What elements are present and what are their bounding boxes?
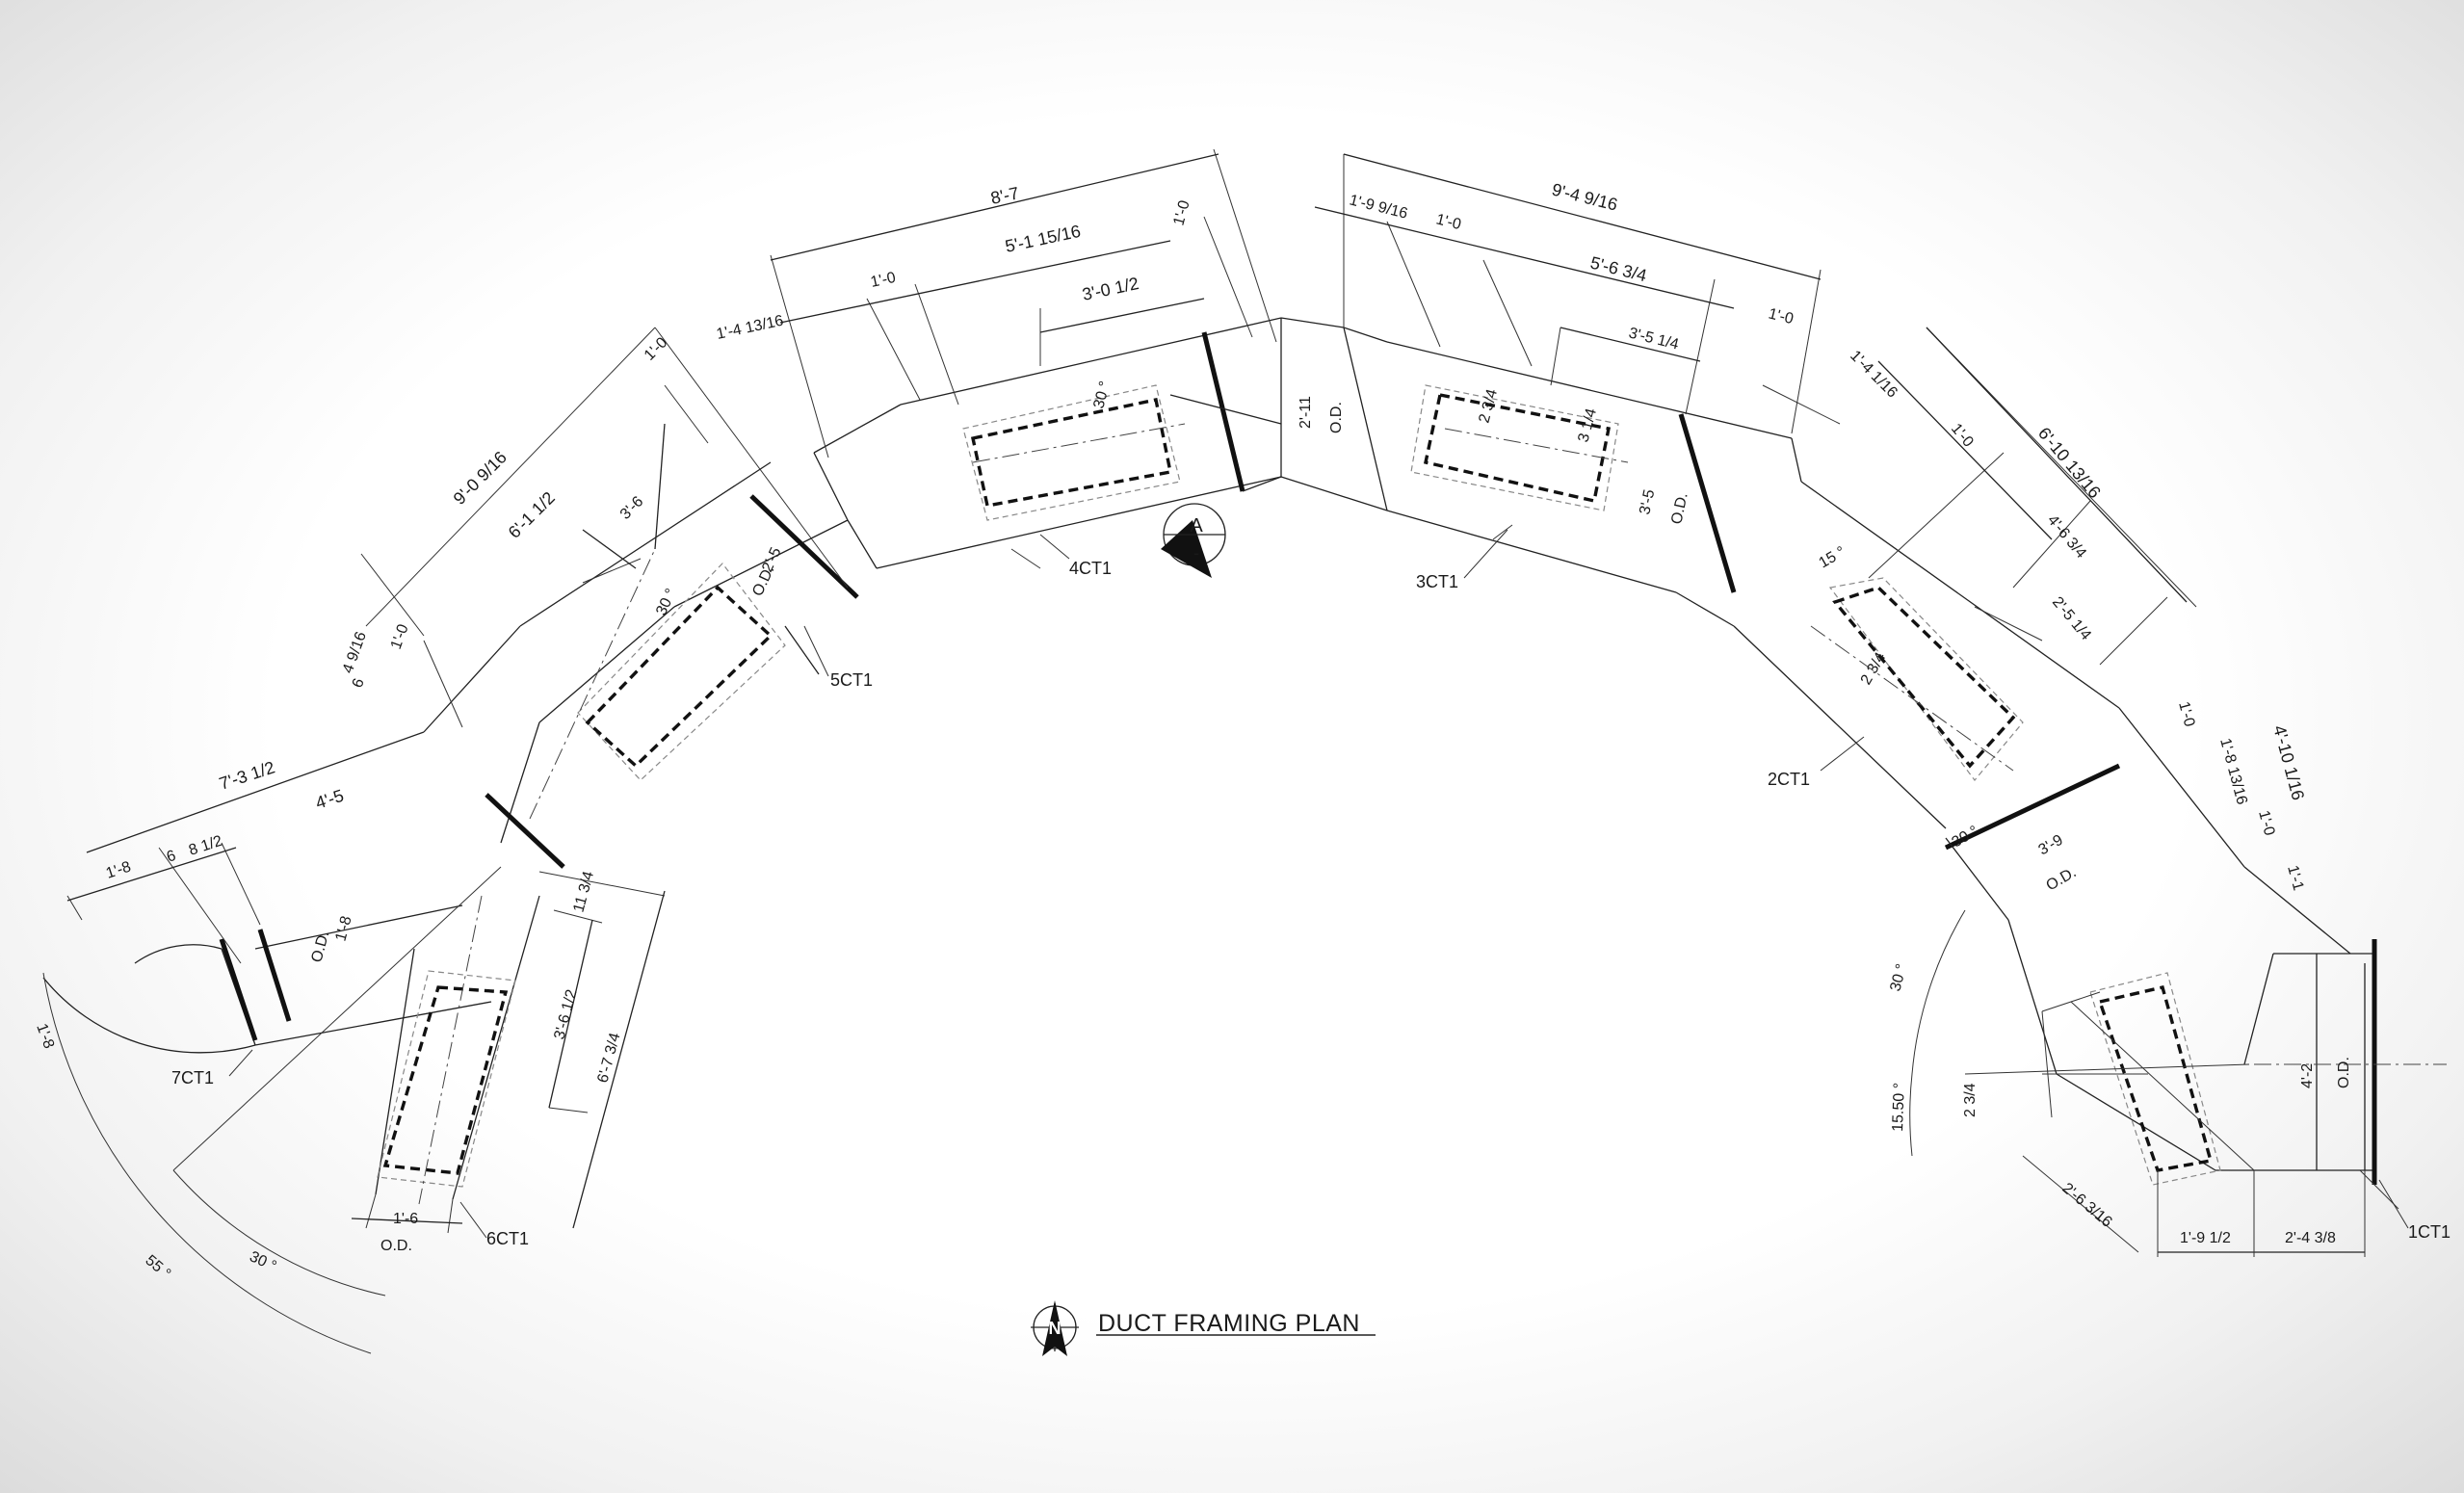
dim-8-7: 8'-7 [989,183,1021,208]
north-arrow-icon: N [1031,1300,1079,1356]
dim-1-6: 1'-6 [393,1211,418,1227]
dim-30-right: 30 ° [1950,823,1981,851]
dim-2-3c: 2 3/4 [1962,1083,1979,1117]
tag-2ct1: 2CT1 [1768,770,1810,789]
dim-6-b: 6 [165,848,178,866]
dim-1-0-h: 1'-0 [2175,700,2197,729]
dim-11: 11 3/4 [570,870,597,914]
segment-joint-lines [1169,394,1282,492]
dim-3-5: 3'-5 1/4 [1627,325,1681,353]
dim-1-9b: 1'-9 1/2 [2180,1230,2231,1246]
tag-5ct1: 5CT1 [830,670,873,690]
dim-od-5: O.D. [1668,491,1691,526]
dim-9-0: 9'-0 9/16 [450,448,511,509]
dim-4-9: 4 9/16 [340,630,370,676]
dim-15: 15 ° [1817,543,1848,571]
dim-3-9: 3'-9 [2036,832,2066,859]
dim-6-1: 6'-1 1/2 [505,488,559,542]
segment-3 [1280,153,1822,593]
dim-1-8-c: 1'-8 [33,1022,57,1052]
dim-5-1: 5'-1 15/16 [1004,222,1083,256]
dim-1-0-g: 1'-0 [1948,421,1977,451]
dim-3-6: 3'-6 [617,493,647,523]
section-marker-sheet: - [1193,543,1199,563]
dim-1-4: 1'-4 13/16 [715,313,785,343]
dim-1-4b: 1'-4 1/16 [1847,348,1900,402]
dim-od-2: O.D. [749,563,777,599]
dim-od-1: O.D. [1328,402,1345,433]
dim-1-8-d: 1'-8 13/16 [2216,737,2250,807]
section-marker-a: A - [1161,503,1226,578]
dim-30-top: 30 ° [1090,380,1114,410]
plan-title: N DUCT FRAMING PLAN [1031,1300,1376,1356]
north-letter: N [1049,1319,1062,1338]
dim-1-0-f: 1'-0 [388,622,412,652]
segment-4 [770,148,1282,569]
dim-2-5b: 2'-5 1/4 [2049,594,2094,644]
dim-1-0-c: 1'-0 [1434,211,1463,233]
dim-4-5: 4'-5 [313,786,346,813]
dim-4-10: 4'-10 1/16 [2269,723,2308,802]
segment-7-elbow [42,731,492,1054]
dim-1-1: 1'-1 [2284,864,2306,893]
dim-1-8-b: 1'-8 [332,914,354,943]
segment-2 [1675,327,2197,851]
dim-9-4: 9'-4 9/16 [1550,179,1619,214]
dim-1-8-a: 1'-8 [104,859,133,882]
tag-6ct1: 6CT1 [486,1229,529,1248]
dim-2-3b: 2 3/4 [1858,650,1890,688]
dim-15-50: 15.50 ° [1890,1083,1908,1132]
equipment-tags: 4CT1 3CT1 5CT1 2CT1 7CT1 6CT1 1CT1 [171,529,2451,1248]
dim-4-6: 4'-6 3/4 [2044,512,2089,563]
angle-arcs-left [42,866,502,1354]
dim-od-7: O.D. [2336,1057,2352,1088]
dim-1-0-e: 1'-0 [642,334,671,364]
dim-3-0: 3'-0 1/2 [1081,274,1140,304]
dim-3-5b: 3'-5 [1637,488,1658,516]
tag-1ct1: 1CT1 [2408,1222,2451,1242]
dim-55: 55 ° [142,1252,173,1282]
dim-3-6b: 3'-6 1/2 [551,987,580,1041]
segment-5 [360,327,859,869]
dimension-labels: 8'-7 5'-1 15/16 3'-0 1/2 1'-0 1'-4 13/16… [33,179,2352,1282]
dim-1-0-b: 1'-0 [1170,198,1193,227]
drawing-title: DUCT FRAMING PLAN [1098,1310,1360,1337]
dim-2-6: 2'-6 3/16 [2058,1180,2114,1231]
segment-1 [1909,707,2447,1257]
tag-7ct1: 7CT1 [171,1068,214,1087]
dim-od-6: O.D. [2044,864,2080,894]
dim-1-0-a: 1'-0 [869,270,897,291]
dim-od-4: O.D. [380,1238,412,1254]
tag-3ct1: 3CT1 [1416,572,1458,591]
dim-2-4: 2'-4 3/8 [2285,1230,2336,1246]
dim-od-3: O.D. [308,930,332,964]
dim-8: 8 1/2 [187,833,224,859]
dim-2-11: 2'-11 [1298,396,1314,429]
dim-1-0-i: 1'-0 [2255,809,2277,838]
segment-6-drop [351,871,666,1234]
dim-30-lower: 30 ° [1887,962,1910,993]
dim-2-3: 2 3/4 [1476,387,1501,425]
dim-30-left: 30 ° [653,587,680,618]
section-marker-letter: A [1190,515,1203,537]
dim-6-10: 6'-10 13/16 [2034,424,2105,502]
dim-4-2: 4'-2 [2299,1063,2316,1088]
tag-4ct1: 4CT1 [1069,559,1112,578]
dim-1-0-d: 1'-0 [1767,305,1796,327]
dim-6: 6 [350,676,368,690]
